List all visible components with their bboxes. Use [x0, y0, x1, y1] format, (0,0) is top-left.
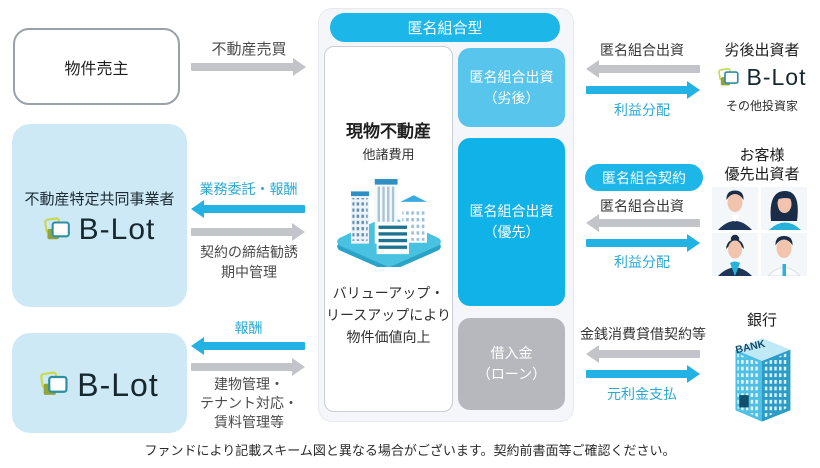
pref-invest-flow-label: 匿名組合出資	[600, 198, 684, 214]
scheme-type-badge: 匿名組合型	[330, 13, 560, 42]
subordinated-investor-logo: B-Lot	[717, 64, 807, 91]
value-up-note: バリューアップ・ リースアップにより 物件価値向上	[325, 285, 452, 345]
contract-mgmt-flow-label: 契約の締結勧誘 期中管理	[200, 244, 298, 280]
arrow-head	[293, 58, 306, 76]
outsourcing-arrow-left-icon	[191, 200, 305, 218]
pref-profit-arrow-right-icon	[586, 234, 700, 252]
bank-title: 銀行	[746, 312, 777, 329]
arrow-head	[292, 358, 305, 376]
arrow-shaft	[598, 350, 700, 358]
preferred-investors-title: お客様 優先出資者	[724, 147, 800, 183]
scheme-type-label: 匿名組合型	[407, 20, 483, 37]
outsourcing-flow-label: 業務委託・報酬	[199, 181, 298, 197]
arrow-shaft	[586, 86, 688, 94]
tk-contract-label: 匿名組合契約	[602, 169, 686, 186]
asset-title: 現物不動産	[346, 122, 431, 141]
arrow-head	[586, 345, 599, 363]
arrow-shaft	[191, 363, 293, 371]
other-investors-note: その他投資家	[725, 98, 798, 113]
arrow-shaft	[191, 63, 294, 71]
sub-profit-arrow-right-icon	[586, 81, 700, 99]
operator-box: 不動産特定共同事業者 B-Lot	[12, 124, 187, 307]
tk-contract-badge: 匿名組合契約	[585, 164, 703, 191]
b-lot-logo-icon	[717, 67, 739, 85]
avatar-man-tie-icon	[761, 233, 807, 276]
pref-profit-flow-label: 利益分配	[614, 254, 670, 270]
sub-invest-arrow-left-icon	[586, 60, 700, 78]
arrow-head	[191, 337, 204, 355]
disclaimer-text: ファンドにより記載スキーム図と異なる場合がございます。契約前書面等ご確認ください…	[144, 443, 676, 458]
repay-arrow-right-icon	[586, 365, 700, 383]
arrow-head	[687, 234, 700, 252]
pref-invest-arrow-left-icon	[586, 214, 700, 232]
building-mgmt-flow-label: 建物管理・ テナント対応・ 賃料管理等	[200, 376, 298, 430]
tranche-loan: 借入金 （ローン）	[458, 318, 565, 410]
arrow-head	[292, 223, 305, 241]
arrow-head	[191, 200, 204, 218]
loan-arrow-left-icon	[586, 345, 700, 363]
avatar-woman-bun-icon	[712, 233, 758, 276]
sub-profit-flow-label: 利益分配	[614, 102, 670, 118]
sale-arrow-right-icon	[191, 58, 306, 76]
arrow-shaft	[191, 228, 293, 236]
b-lot-logo-icon	[43, 217, 70, 240]
property-buildings-icon	[336, 179, 441, 272]
sale-flow-label: 不動産売買	[211, 41, 287, 58]
asset-subtitle: 他諸費用	[362, 147, 415, 162]
manager-brand-text: B-Lot	[77, 366, 159, 403]
asset-box: 現物不動産 他諸費用	[324, 46, 453, 412]
manager-box: B-Lot	[12, 333, 187, 433]
arrow-shaft	[203, 205, 305, 213]
fee-flow-label: 報酬	[234, 320, 263, 336]
subordinated-investor: 劣後出資者 B-Lot その他投資家	[710, 39, 814, 114]
arrow-head	[586, 214, 599, 232]
arrow-head	[687, 365, 700, 383]
repay-flow-label: 元利金支払	[607, 386, 677, 402]
tranche-subordinated: 匿名組合出資 （劣後）	[458, 48, 565, 127]
arrow-head	[687, 81, 700, 99]
seller-label: 物件売主	[64, 60, 129, 78]
arrow-head	[586, 60, 599, 78]
avatar-woman-longhair-icon	[761, 187, 807, 230]
operator-logo: B-Lot	[43, 213, 156, 247]
building-mgmt-arrow-right-icon	[191, 358, 305, 376]
b-lot-logo-icon	[40, 371, 68, 395]
fee-arrow-left-icon	[191, 337, 305, 355]
subordinated-investor-title: 劣後出資者	[724, 42, 800, 59]
preferred-investors-avatars	[712, 187, 808, 276]
seller-box: 物件売主	[13, 28, 180, 105]
subordinated-brand-text: B-Lot	[746, 64, 807, 90]
arrow-shaft	[586, 239, 688, 247]
manager-logo: B-Lot	[40, 367, 158, 404]
sub-invest-flow-label: 匿名組合出資	[600, 42, 684, 58]
tranche-preferred: 匿名組合出資 （優先）	[458, 138, 565, 306]
bank-building-icon: BANK	[735, 338, 791, 422]
loan-contract-flow-label: 金銭消費貸借契約等	[580, 326, 706, 342]
arrow-shaft	[598, 65, 700, 73]
operator-brand-text: B-Lot	[78, 213, 156, 246]
operator-title: 不動産特定共同事業者	[24, 191, 175, 208]
arrow-shaft	[598, 219, 700, 227]
bank-entity: 銀行 BANK	[722, 309, 802, 431]
contract-mgmt-arrow-right-icon	[191, 223, 305, 241]
arrow-shaft	[203, 342, 305, 350]
arrow-shaft	[586, 370, 688, 378]
avatar-man-suit-icon	[712, 187, 758, 230]
